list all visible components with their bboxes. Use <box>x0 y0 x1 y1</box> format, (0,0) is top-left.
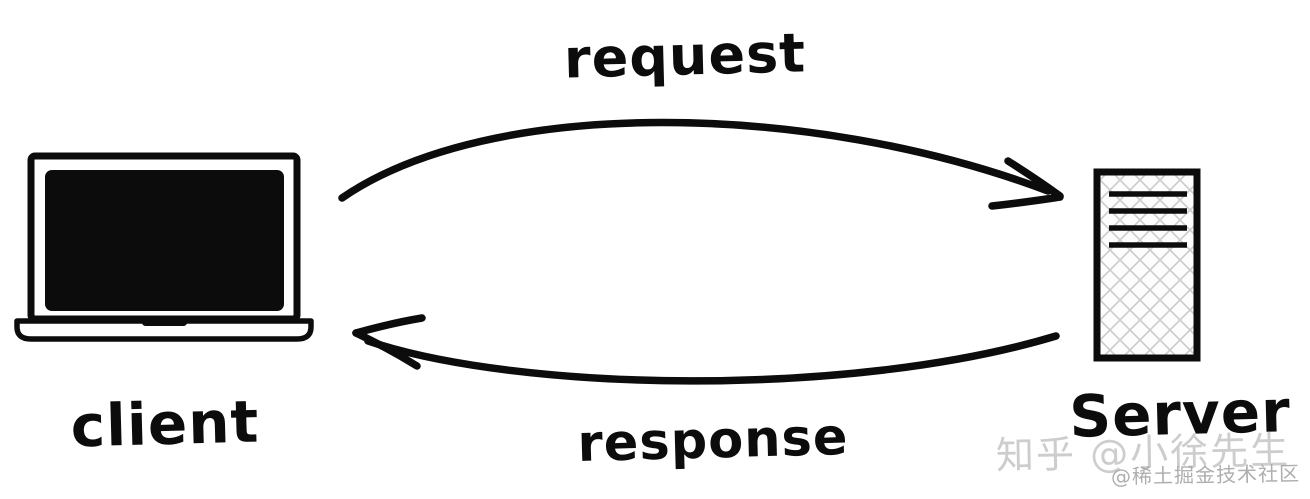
server-icon <box>1093 168 1201 362</box>
response-arrow <box>352 314 1060 385</box>
request-label: request <box>563 21 807 91</box>
client-label: client <box>69 387 261 461</box>
response-label: response <box>576 407 850 475</box>
laptop-icon <box>14 152 314 342</box>
request-arrow <box>338 118 1064 210</box>
server-slots <box>1109 191 1187 248</box>
watermark-juejin: @稀土掘金技术社区 <box>1110 461 1301 489</box>
